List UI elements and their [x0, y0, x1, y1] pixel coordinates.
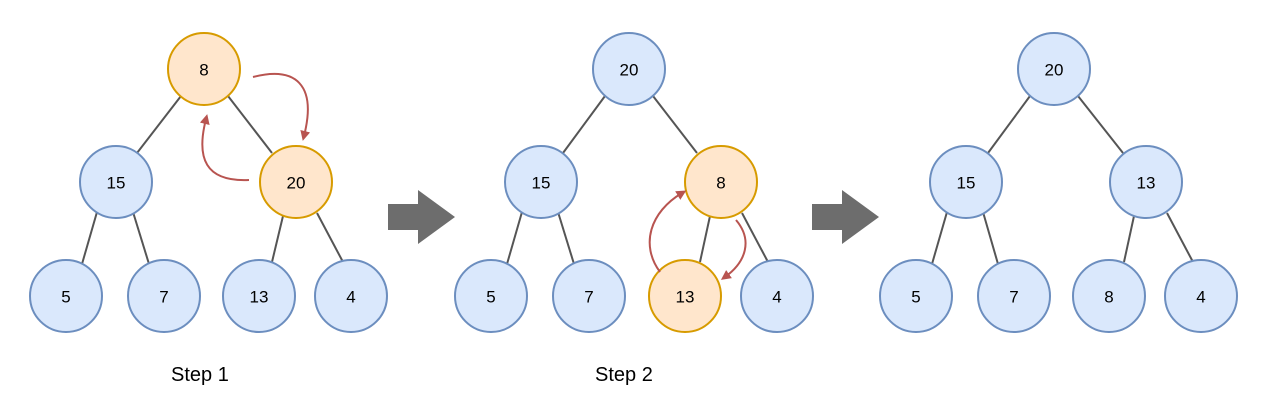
node-circle	[504, 145, 578, 219]
tree-node: 4	[314, 259, 388, 333]
node-value: 4	[1196, 288, 1205, 307]
node-value: 20	[287, 174, 306, 193]
node-circle	[222, 259, 296, 333]
node-circle	[1109, 145, 1183, 219]
node-value: 15	[107, 174, 126, 193]
tree-step-2: 20 15 8 5 7 13	[454, 32, 814, 333]
edge	[562, 95, 606, 154]
swap-arrow-up	[199, 114, 250, 182]
tree-node: 8	[684, 145, 758, 219]
swap-arrow-up	[648, 190, 687, 273]
tree-node: 15	[79, 145, 153, 219]
edge	[271, 215, 284, 263]
node-value: 4	[772, 288, 781, 307]
node-circle	[314, 259, 388, 333]
edge	[1077, 95, 1124, 154]
edge	[699, 215, 711, 263]
tree-node: 13	[1109, 145, 1183, 219]
node-value: 7	[1009, 288, 1018, 307]
edge	[982, 211, 999, 265]
tree-node: 5	[879, 259, 953, 333]
edge	[506, 211, 523, 265]
node-circle	[1072, 259, 1146, 333]
tree-node: 20	[592, 32, 666, 106]
node-circle	[740, 259, 814, 333]
tree-node: 13	[222, 259, 296, 333]
node-circle	[127, 259, 201, 333]
edge	[1123, 215, 1135, 263]
tree-node: 20	[259, 145, 333, 219]
node-circle	[454, 259, 528, 333]
edge	[741, 212, 769, 263]
node-circle	[167, 32, 241, 106]
tree-node: 4	[1164, 259, 1238, 333]
node-value: 7	[159, 288, 168, 307]
node-value: 20	[1045, 61, 1064, 80]
node-value: 8	[716, 174, 725, 193]
swap-arrow-down	[252, 73, 311, 141]
node-value: 13	[250, 288, 269, 307]
edge	[132, 211, 150, 265]
swap-arrow-down	[720, 219, 747, 280]
node-circle	[552, 259, 626, 333]
tree-final: 20 15 13 5 7 8	[879, 32, 1238, 333]
node-value: 20	[620, 61, 639, 80]
node-circle	[1017, 32, 1091, 106]
node-value: 13	[1137, 174, 1156, 193]
node-value: 13	[676, 288, 695, 307]
tree-node: 5	[454, 259, 528, 333]
step-2-caption: Step 2	[595, 364, 653, 386]
edge	[931, 211, 948, 265]
node-circle	[684, 145, 758, 219]
node-value: 15	[957, 174, 976, 193]
tree-node: 7	[552, 259, 626, 333]
step-1-caption: Step 1	[171, 364, 229, 386]
transition-arrow-icon	[388, 190, 455, 244]
node-value: 4	[346, 288, 355, 307]
tree-node: 8	[1072, 259, 1146, 333]
node-circle	[1164, 259, 1238, 333]
node-value: 8	[1104, 288, 1113, 307]
node-value: 5	[61, 288, 70, 307]
tree-node: 13	[648, 259, 722, 333]
edge	[81, 211, 98, 265]
node-circle	[592, 32, 666, 106]
edge	[1166, 212, 1194, 263]
node-circle	[977, 259, 1051, 333]
node-value: 5	[911, 288, 920, 307]
tree-node: 15	[504, 145, 578, 219]
edge	[987, 95, 1031, 154]
tree-node: 20	[1017, 32, 1091, 106]
tree-node: 4	[740, 259, 814, 333]
edge	[652, 95, 698, 154]
node-circle	[29, 259, 103, 333]
tree-node: 15	[929, 145, 1003, 219]
transition-arrow-icon	[812, 190, 879, 244]
node-circle	[929, 145, 1003, 219]
node-circle	[259, 145, 333, 219]
tree-node: 7	[127, 259, 201, 333]
edge	[136, 95, 182, 154]
node-value: 8	[199, 61, 208, 80]
tree-node: 7	[977, 259, 1051, 333]
tree-node: 8	[167, 32, 241, 106]
node-value: 5	[486, 288, 495, 307]
tree-node: 5	[29, 259, 103, 333]
edge	[316, 212, 344, 263]
edge	[227, 95, 273, 154]
node-circle	[648, 259, 722, 333]
node-value: 15	[532, 174, 551, 193]
node-circle	[79, 145, 153, 219]
node-value: 7	[584, 288, 593, 307]
edge	[557, 211, 575, 265]
node-circle	[879, 259, 953, 333]
tree-step-1: 8 15 20 5 7 13	[29, 32, 388, 333]
